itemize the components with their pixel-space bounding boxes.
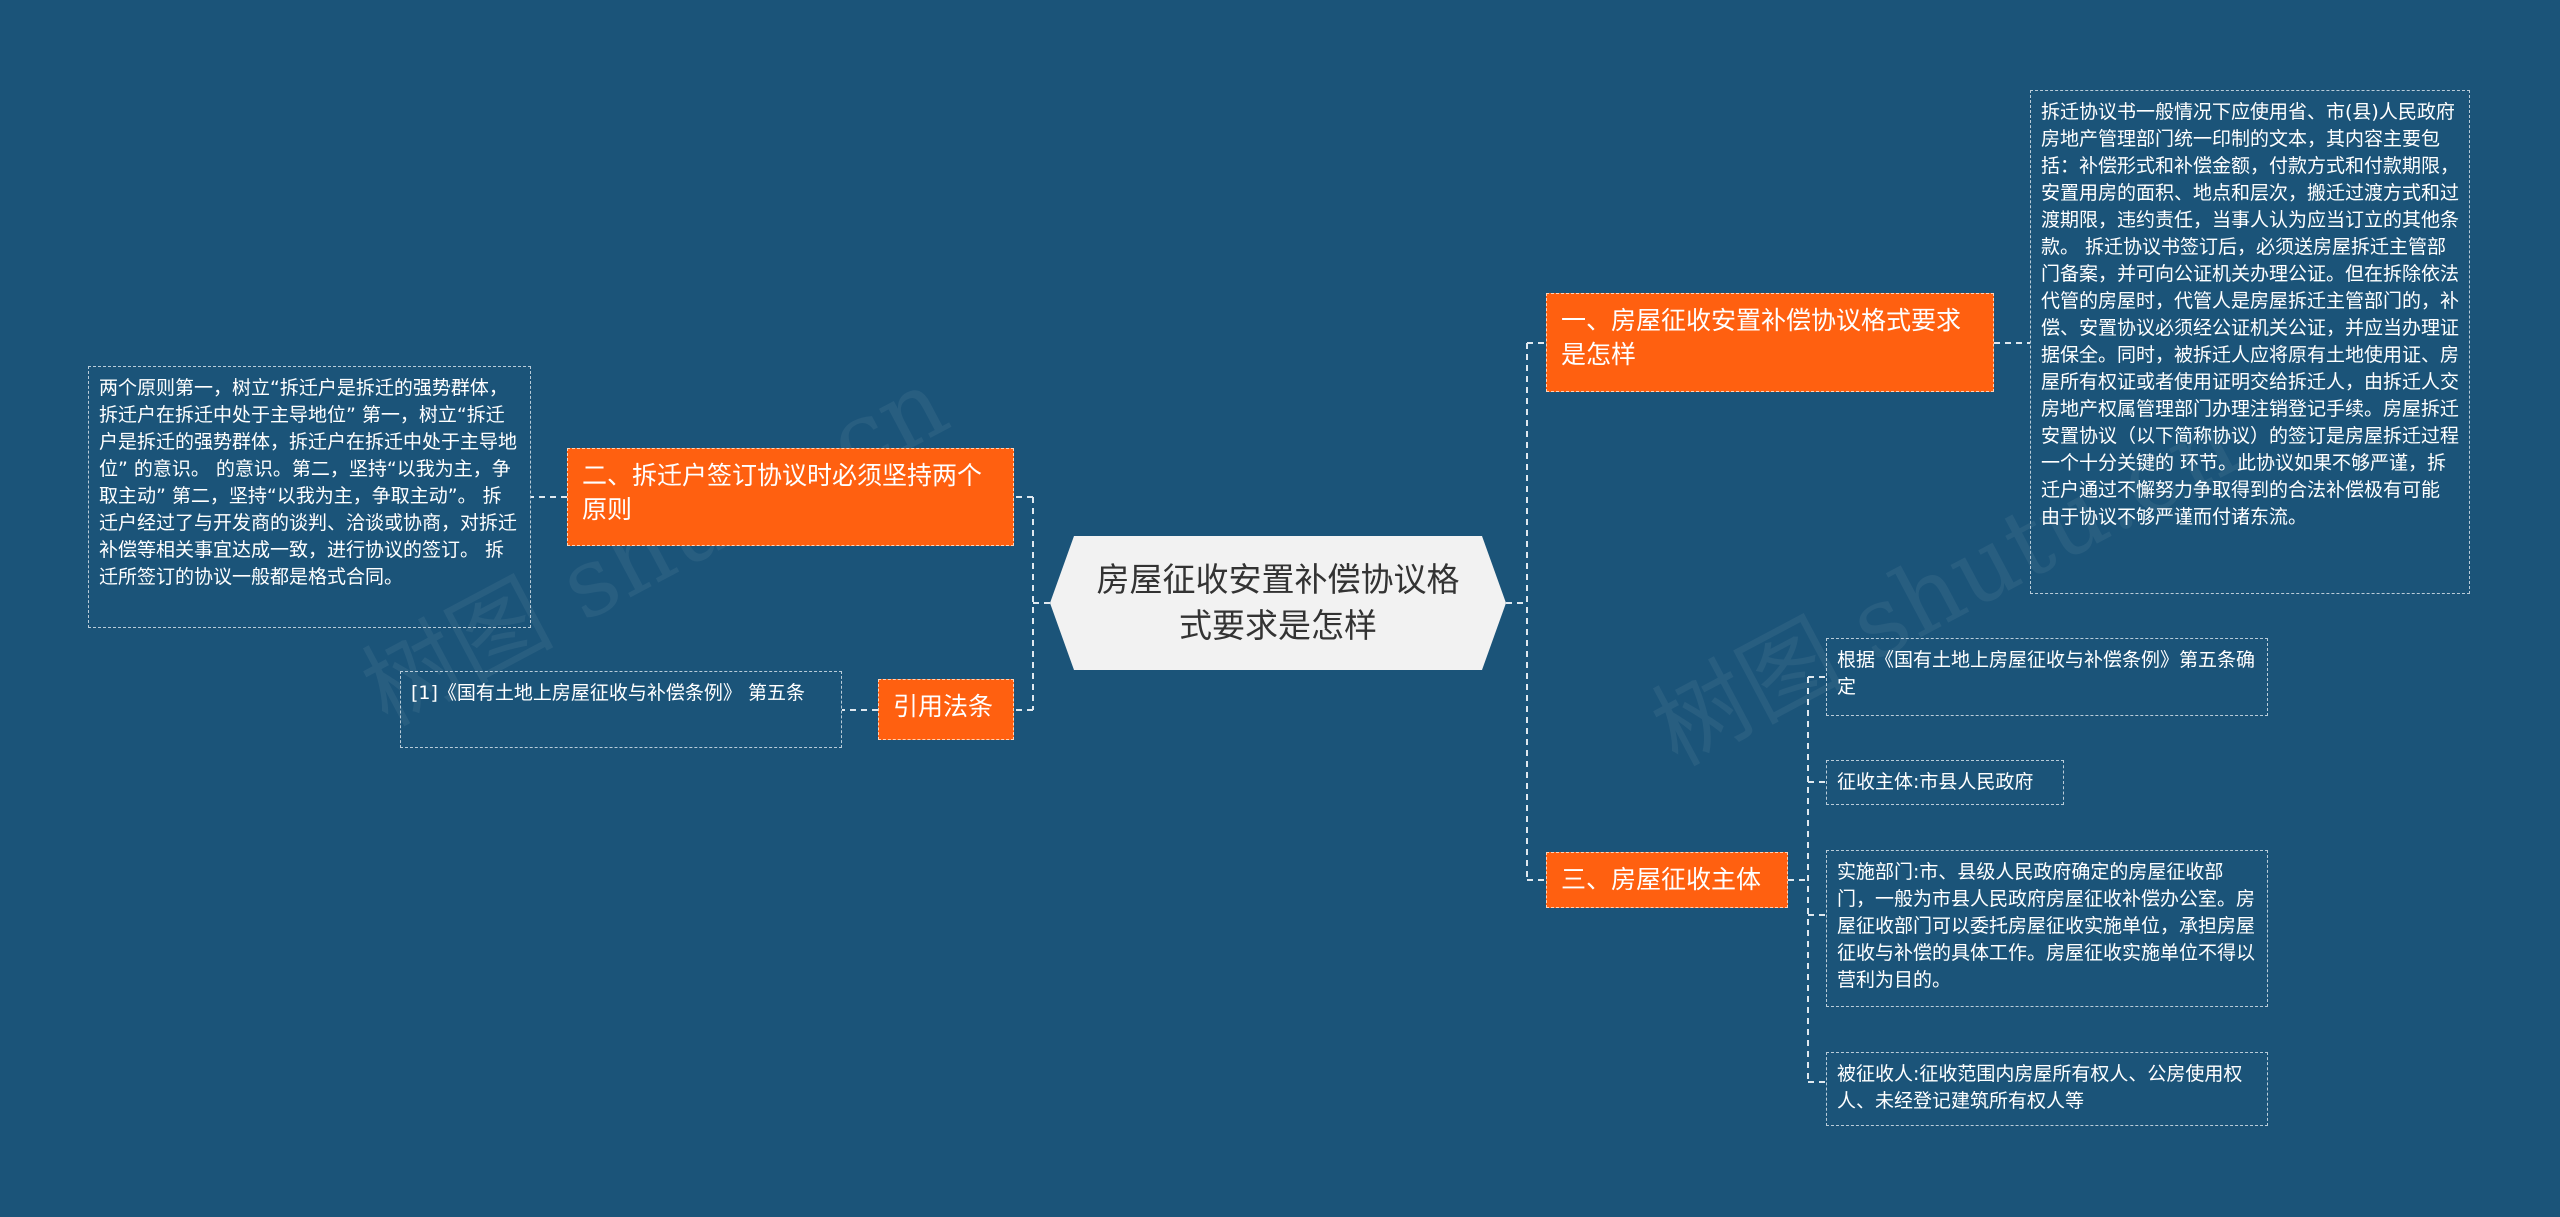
leaf-cited-law-detail: [1]《国有土地上房屋征收与补偿条例》 第五条 bbox=[400, 671, 842, 748]
leaf-agreement-format-detail: 拆迁协议书一般情况下应使用省、市(县)人民政府房地产管理部门统一印制的文本，其内… bbox=[2030, 90, 2470, 594]
leaf-implementing-department: 实施部门:市、县级人民政府确定的房屋征收部门，一般为市县人民政府房屋征收补偿办公… bbox=[1826, 850, 2268, 1007]
branch-two-principles[interactable]: 二、拆迁户签订协议时必须坚持两个原则 bbox=[567, 448, 1014, 546]
connector-center-left bbox=[1014, 496, 1050, 711]
connector-center-right bbox=[1506, 342, 1546, 881]
leaf-two-principles-detail: 两个原则第一，树立“拆迁户是拆迁的强势群体，拆迁户在拆迁中处于主导地位” 第一，… bbox=[88, 366, 531, 628]
leaf-expropriated-party: 被征收人:征收范围内房屋所有权人、公房使用权人、未经登记建筑所有权人等 bbox=[1826, 1052, 2268, 1126]
connector-b4-items bbox=[1788, 676, 1826, 1083]
leaf-expropriation-subject: 征收主体:市县人民政府 bbox=[1826, 760, 2064, 805]
branch-expropriation-subject[interactable]: 三、房屋征收主体 bbox=[1546, 852, 1788, 908]
branch-agreement-format[interactable]: 一、房屋征收安置补偿协议格式要求是怎样 bbox=[1546, 293, 1994, 392]
branch-cited-law[interactable]: 引用法条 bbox=[878, 679, 1014, 740]
leaf-legal-basis: 根据《国有土地上房屋征收与补偿条例》第五条确定 bbox=[1826, 638, 2268, 716]
central-topic[interactable]: 房屋征收安置补偿协议格式要求是怎样 bbox=[1050, 536, 1506, 670]
